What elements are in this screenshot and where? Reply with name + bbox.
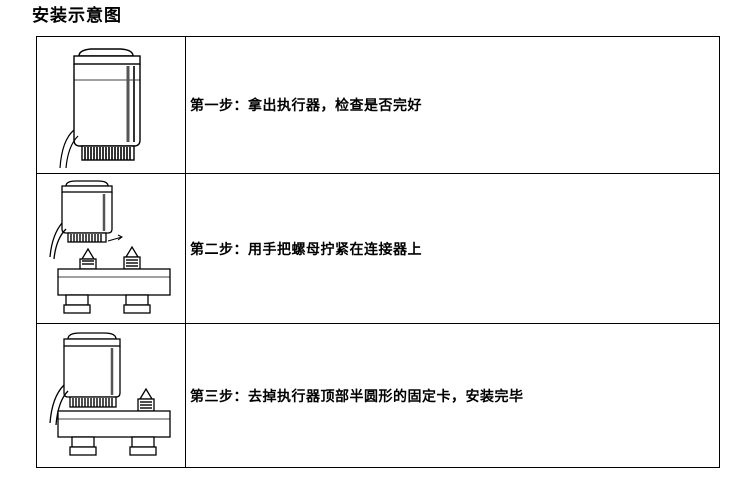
step-1-text: 第一步：拿出执行器，检查是否完好 <box>190 98 422 114</box>
step-2-image-cell <box>36 173 186 324</box>
step-row-2: 第二步：用手把螺母拧紧在连接器上 <box>36 173 720 324</box>
step-row-1: 第一步：拿出执行器，检查是否完好 <box>36 36 720 174</box>
step-1-image-cell <box>36 36 186 174</box>
installation-steps-table: 第一步：拿出执行器，检查是否完好 <box>36 36 720 468</box>
actuator-installed-icon <box>49 331 171 456</box>
step-3-text-cell: 第三步：去掉执行器顶部半圆形的固定卡，安装完毕 <box>185 323 720 468</box>
step-2-text: 第二步：用手把螺母拧紧在连接器上 <box>190 241 422 258</box>
actuator-icon <box>59 48 141 169</box>
step-1-text-cell: 第一步：拿出执行器，检查是否完好 <box>185 36 720 174</box>
step-2-text-cell: 第二步：用手把螺母拧紧在连接器上 <box>185 173 720 324</box>
step-3-image-cell <box>36 323 186 468</box>
step-3-text: 第三步：去掉执行器顶部半圆形的固定卡，安装完毕 <box>190 388 524 405</box>
document-title: 安装示意图 <box>32 6 122 26</box>
actuator-screw-on-connector-icon <box>49 180 171 314</box>
step-row-3: 第三步：去掉执行器顶部半圆形的固定卡，安装完毕 <box>36 323 720 468</box>
